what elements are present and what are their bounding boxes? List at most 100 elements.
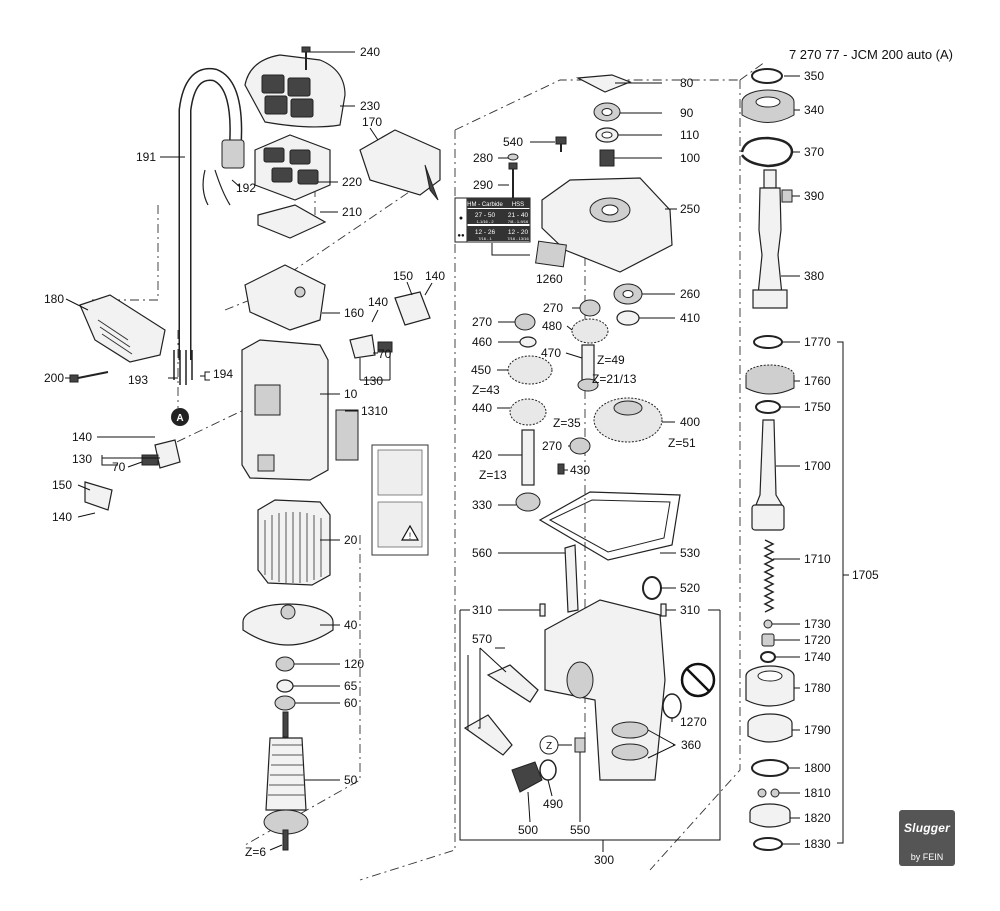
label-z13: Z=13 (479, 468, 507, 482)
label-290: 290 (473, 178, 493, 192)
label-1705: 1705 (852, 568, 879, 582)
bracket-80 (575, 74, 632, 93)
label-40: 40 (344, 618, 358, 632)
label-330: 330 (472, 498, 492, 512)
brush-holder-130 (349, 334, 393, 359)
label-270-left: 270 (472, 315, 492, 329)
table-row1-hss-inch: 7/8 - 1-9/16 (508, 219, 529, 224)
handle-180 (79, 294, 166, 363)
circlip-1830 (753, 837, 783, 851)
brush-holder-150 (394, 291, 431, 326)
ball-1730 (763, 619, 773, 629)
label-370: 370 (804, 145, 824, 159)
label-1270: 1270 (680, 715, 707, 729)
ring-65 (276, 679, 294, 693)
label-250: 250 (680, 202, 700, 216)
label-1810: 1810 (804, 786, 831, 800)
label-300: 300 (594, 853, 614, 867)
label-340: 340 (804, 103, 824, 117)
table-row1-hm: 27 - 50 (475, 212, 496, 219)
label-570: 570 (472, 632, 492, 646)
label-1790: 1790 (804, 723, 831, 737)
label-1730: 1730 (804, 617, 831, 631)
label-530: 530 (680, 546, 700, 560)
screw-290 (508, 162, 518, 198)
spring-100 (599, 149, 615, 167)
label-10: 10 (344, 387, 358, 401)
cable-191 (173, 67, 245, 385)
label-200: 200 (44, 371, 64, 385)
label-180: 180 (44, 292, 64, 306)
screw-200 (69, 371, 109, 383)
label-1780: 1780 (804, 681, 831, 695)
label-150-left: 150 (52, 478, 72, 492)
ring-1750 (755, 400, 781, 414)
label-1260: 1260 (536, 272, 563, 286)
label-420: 420 (472, 448, 492, 462)
marker-z-icon: Z (546, 741, 552, 752)
warning-label-box: ! (371, 444, 429, 556)
label-540: 540 (503, 135, 523, 149)
label-220: 220 (342, 175, 362, 189)
label-430: 430 (570, 463, 590, 477)
label-470: 470 (541, 346, 561, 360)
label-550: 550 (570, 823, 590, 837)
gearbox-cover-250 (541, 177, 673, 273)
motor-housing-10 (241, 339, 329, 481)
label-410: 410 (680, 311, 700, 325)
label-1720: 1720 (804, 633, 831, 647)
label-191: 191 (136, 150, 156, 164)
housing-170 (359, 129, 441, 201)
switch-220 (254, 134, 331, 201)
spring-1800 (751, 759, 789, 777)
table-row1-hss: 21 - 40 (508, 212, 529, 219)
valve-550 (574, 737, 586, 753)
logo-wordmark: Slugger (903, 821, 951, 835)
table-row1-marker: ● (459, 215, 463, 222)
label-z49: Z=49 (597, 353, 625, 367)
label-480: 480 (542, 319, 562, 333)
label-150-top: 150 (393, 269, 413, 283)
bearing-90 (593, 102, 621, 122)
label-1710: 1710 (804, 552, 831, 566)
bearing-270-low (569, 437, 591, 455)
gasket-530 (538, 491, 681, 561)
board-210 (257, 204, 327, 239)
marker-z: Z (539, 735, 572, 755)
label-140-mid: 140 (368, 295, 388, 309)
key-430 (557, 463, 565, 475)
bearing-shield-40 (242, 603, 334, 646)
table-header-hm: HM - Carbide (467, 202, 503, 208)
shaft-470 (577, 344, 599, 392)
screw-540 (555, 136, 567, 152)
washer-110 (595, 127, 619, 143)
pin-310-right (660, 603, 667, 617)
label-140-left: 140 (72, 430, 92, 444)
label-270-low: 270 (542, 439, 562, 453)
shaft-420 (521, 429, 535, 486)
nut-1760 (745, 364, 795, 395)
sleeve-1790 (747, 713, 793, 743)
balls-1810 (757, 788, 780, 798)
brush-holder-130-left (141, 439, 181, 469)
electronics-160 (244, 264, 326, 331)
label-120: 120 (344, 657, 364, 671)
bearing-270-left (514, 313, 536, 331)
label-90: 90 (680, 106, 694, 120)
label-160: 160 (344, 306, 364, 320)
cover-230 (244, 54, 346, 128)
arbor-1700 (751, 419, 785, 531)
label-130-top: 130 (363, 374, 383, 388)
label-350: 350 (804, 69, 824, 83)
document-title: 7 270 77 - JCM 200 auto (A) (788, 47, 953, 62)
label-260: 260 (680, 287, 700, 301)
label-20: 20 (344, 533, 358, 547)
bearing-260 (613, 283, 643, 305)
oring-490 (539, 759, 557, 781)
brackets (101, 341, 849, 852)
label-170: 170 (362, 115, 382, 129)
label-1800: 1800 (804, 761, 831, 775)
label-460: 460 (472, 335, 492, 349)
speed-table: HM - Carbide HSS ● ●● 27 - 50 1-1/16 - 2… (454, 197, 531, 243)
label-z43: Z=43 (472, 383, 500, 397)
